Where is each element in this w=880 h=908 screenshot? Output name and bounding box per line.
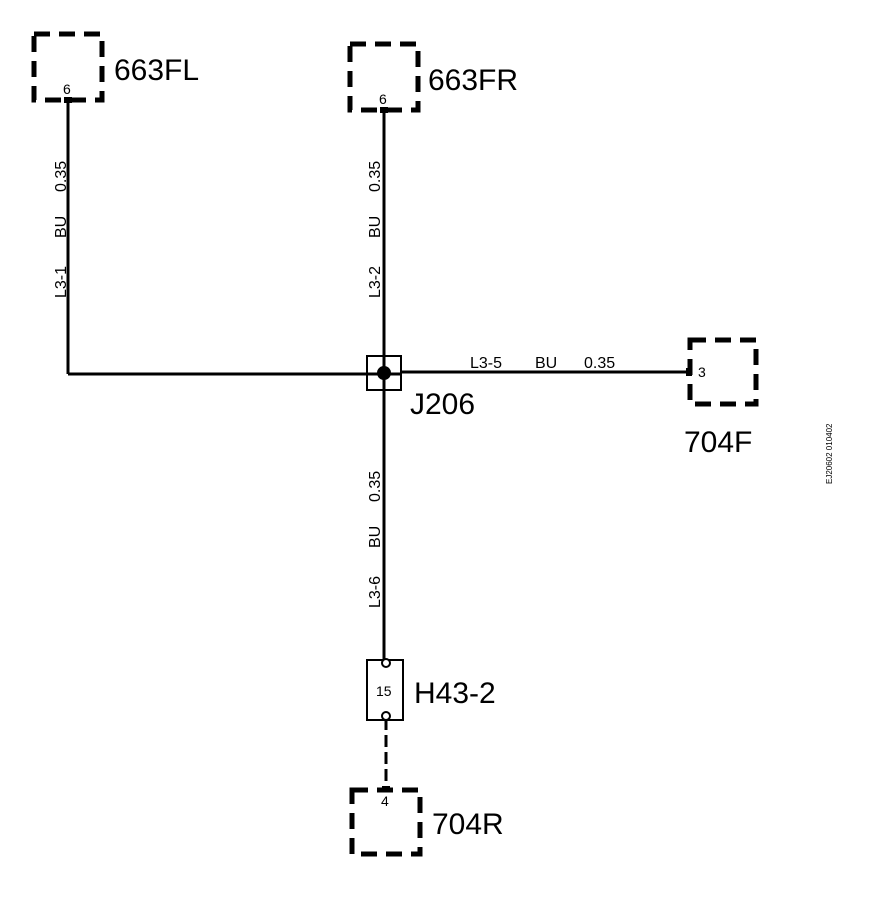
junction-j206-label: J206 [410,388,475,421]
connector-663fr-label: 663FR [428,64,518,97]
inline-connector-h43-2-pin: 15 [376,683,392,699]
connector-663fl-pin: 6 [63,81,71,97]
wire-l3-2-color: BU [367,216,384,238]
wire-l3-2-size: 0.35 [367,161,384,192]
wire-l3-5-size: 0.35 [584,355,615,372]
connector-704r-label: 704R [432,808,504,841]
wire-l3-1-labels: L3-1 BU 0.35 [53,161,70,298]
wire-l3-6-color: BU [367,526,384,548]
connector-704f-label: 704F [684,426,752,459]
connector-704f[interactable]: 3 704F [684,337,759,459]
wire-l3-5-color: BU [535,355,557,372]
wire-l3-1-color: BU [53,216,70,238]
wire-l3-6-id: L3-6 [367,576,384,608]
connector-704r-pin: 4 [381,793,389,809]
wire-l3-2-labels: L3-2 BU 0.35 [367,161,384,298]
wire-l3-1-size: 0.35 [53,161,70,192]
wire-l3-6-labels: L3-6 BU 0.35 [367,471,384,608]
connector-663fr-pin: 6 [379,91,387,107]
connector-704f-pin: 3 [698,364,706,380]
wire-l3-2-id: L3-2 [367,266,384,298]
inline-connector-h43-2-label: H43-2 [414,677,496,710]
connector-704r[interactable]: 4 704R [349,786,504,857]
inline-connector-h43-2[interactable]: 15 H43-2 [366,658,496,721]
junction-j206[interactable]: J206 [366,355,475,421]
wire-l3-5-labels: L3-5 BU 0.35 [470,355,615,372]
wire-l3-6-size: 0.35 [367,471,384,502]
wire-l3-1-id: L3-1 [53,266,70,298]
wire-l3-5-id: L3-5 [470,355,502,372]
connector-663fr[interactable]: 6 663FR [347,41,518,113]
drawing-code: EJ20602 010402 [825,423,834,484]
connector-663fl[interactable]: 6 663FL [31,31,199,103]
connector-663fl-label: 663FL [114,54,199,87]
